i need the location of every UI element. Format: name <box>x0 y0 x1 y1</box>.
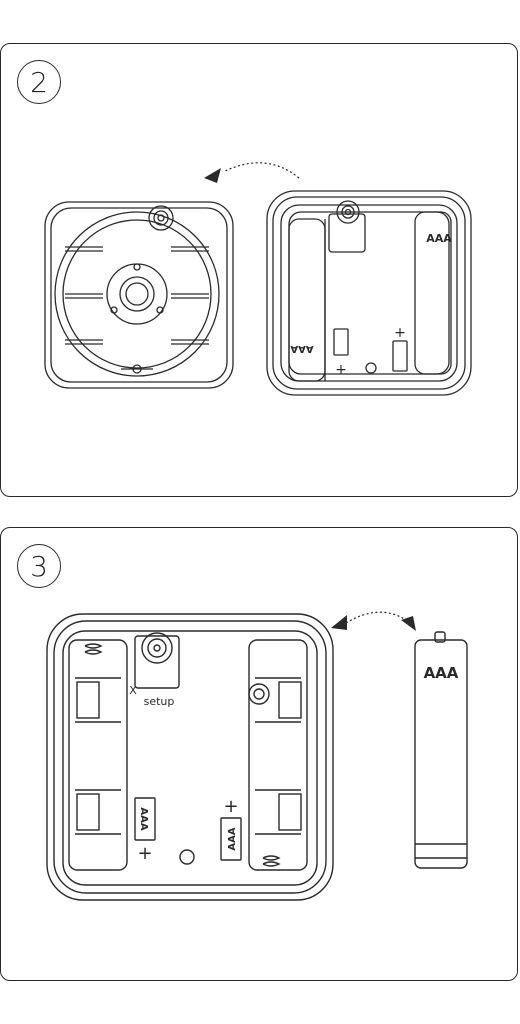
battery-label-group: AAA AAA + + <box>290 232 452 378</box>
plus-mark: + <box>394 325 406 341</box>
device-open-icon <box>46 613 334 901</box>
aaa-battery-icon <box>414 631 468 869</box>
setup-label: setup <box>144 695 175 708</box>
aaa-label: AAA <box>138 807 149 830</box>
back-cover-icon <box>44 201 234 389</box>
insert-battery-arrow-icon <box>331 611 416 631</box>
step-2-panel: 2 <box>0 43 518 497</box>
plus-mark: + <box>335 362 347 378</box>
step-number-badge: 2 <box>17 60 61 104</box>
plus-mark: + <box>137 843 152 864</box>
aaa-battery-label: AAA <box>424 664 459 682</box>
step-3-panel: 3 <box>0 527 518 981</box>
plus-mark: + <box>223 796 238 817</box>
aaa-label-right: AAA <box>426 232 452 245</box>
device-label-group: setup X AAA AAA + + <box>129 684 238 864</box>
step-number-badge: 3 <box>17 544 61 588</box>
x-mark: X <box>129 684 137 697</box>
aaa-label-left: AAA <box>290 343 313 354</box>
step-3-illustration: setup X AAA AAA + + AAA <box>46 611 468 901</box>
device-open-icon <box>266 190 472 396</box>
remove-cover-arrow-icon <box>204 162 300 183</box>
step-2-illustration: AAA AAA + + <box>44 162 472 396</box>
aaa-label: AAA <box>227 827 238 850</box>
